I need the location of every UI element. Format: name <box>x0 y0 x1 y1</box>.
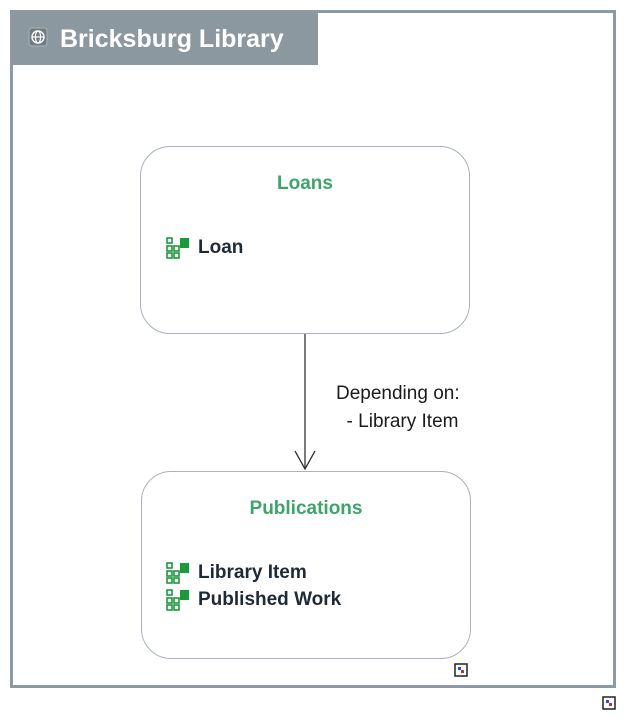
dependency-line-2: - Library Item <box>336 411 459 432</box>
entity-published-work[interactable]: Published Work <box>166 589 341 611</box>
globe-icon <box>28 27 48 47</box>
diagram-link-icon[interactable] <box>602 696 616 710</box>
entity-loan[interactable]: Loan <box>166 237 243 259</box>
diagram-title-bar: Bricksburg Library <box>13 13 318 65</box>
entity-icon <box>166 562 189 584</box>
module-publications[interactable]: Publications Library Item Published Work <box>141 471 471 659</box>
diagram-title: Bricksburg Library <box>60 25 284 53</box>
entity-icon <box>166 237 189 259</box>
diagram-frame <box>10 10 616 688</box>
module-loans[interactable]: Loans Loan <box>140 146 470 334</box>
entity-library-item[interactable]: Library Item <box>166 562 307 584</box>
module-title: Loans <box>277 173 333 194</box>
dependency-label: Depending on: - Library Item <box>336 380 460 436</box>
entity-label: Library Item <box>198 562 307 583</box>
entity-label: Published Work <box>198 589 342 610</box>
entity-label: Loan <box>198 237 244 258</box>
dependency-line-1: Depending on: <box>336 383 460 404</box>
module-title: Publications <box>249 498 363 519</box>
entity-icon <box>166 589 189 611</box>
module-link-icon[interactable] <box>454 663 468 677</box>
